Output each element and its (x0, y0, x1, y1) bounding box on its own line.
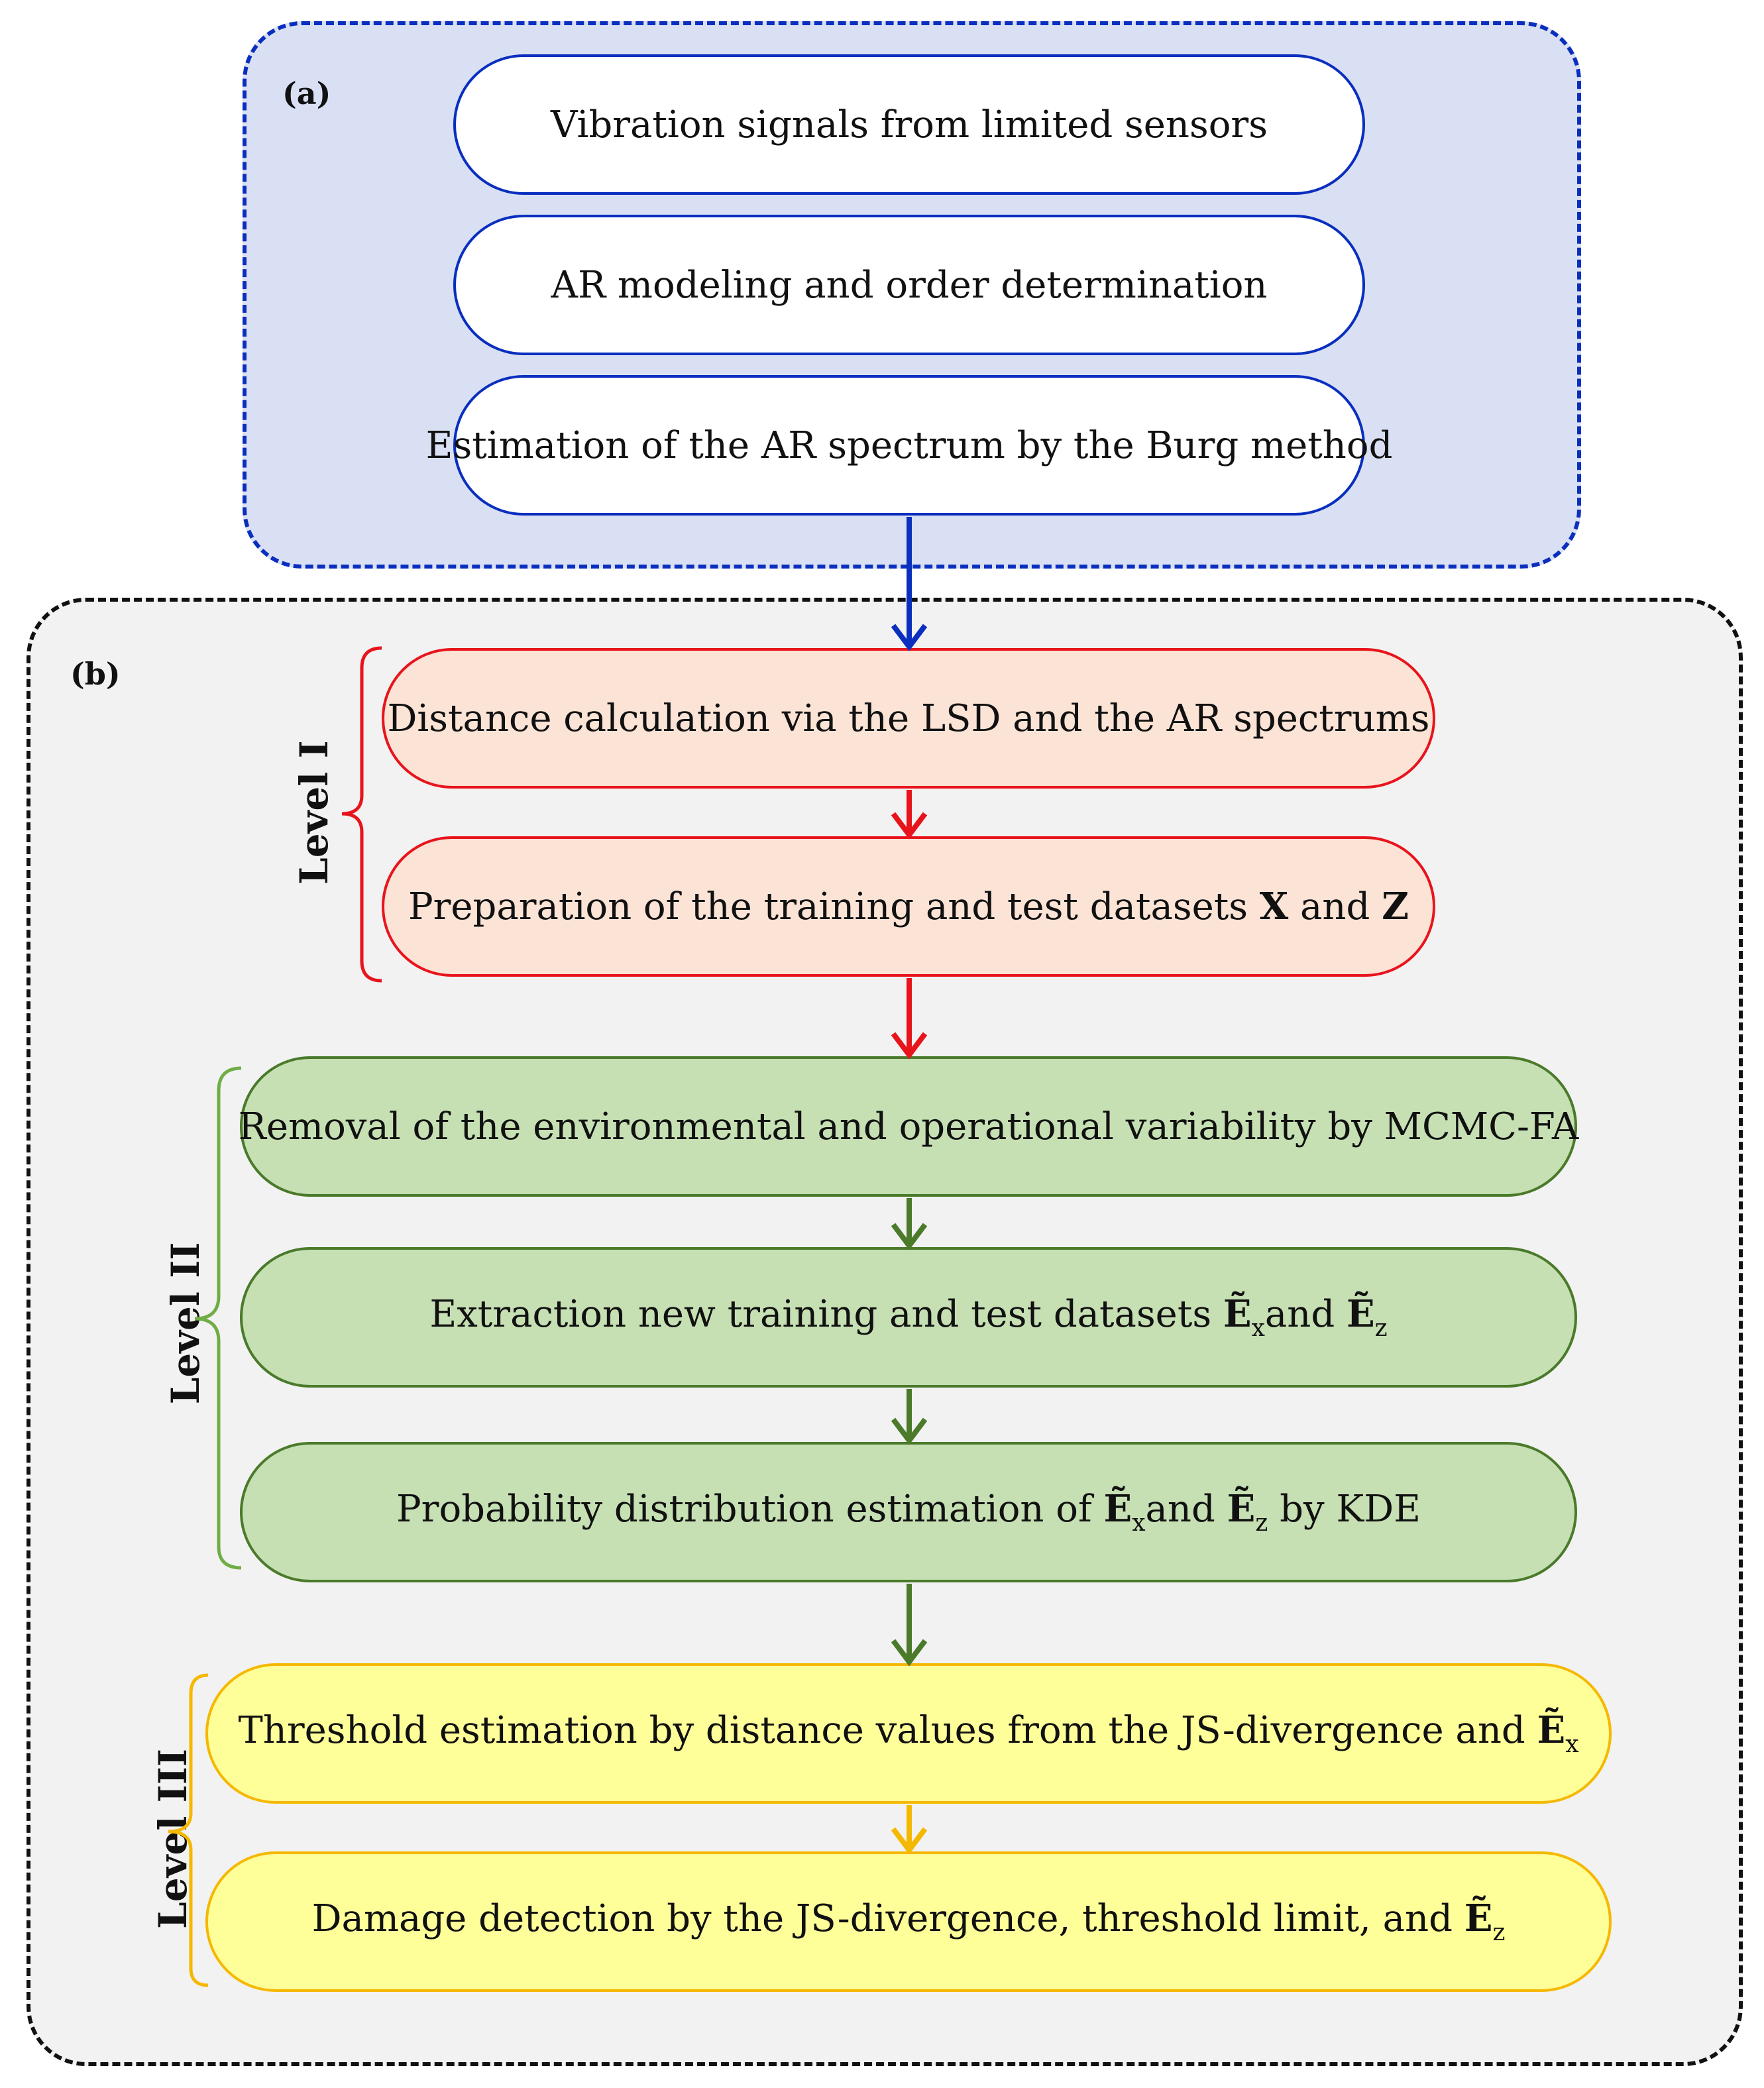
step-text: Distance calculation via the LSD and the… (387, 696, 1430, 740)
step-text: Preparation of the training and test dat… (408, 885, 1409, 928)
step-distance-calculation: Distance calculation via the LSD and the… (382, 648, 1435, 789)
step-text: Vibration signals from limited sensors (551, 103, 1268, 146)
step-extraction-datasets: Extraction new training and test dataset… (240, 1247, 1577, 1388)
arrow-level2-1-to-2 (891, 1198, 928, 1250)
brace-level-ii (194, 1066, 242, 1570)
step-text: Removal of the environmental and operati… (238, 1105, 1579, 1148)
step-damage-detection: Damage detection by the JS-divergence, t… (205, 1851, 1612, 1992)
step-text: Threshold estimation by distance values … (238, 1708, 1579, 1758)
arrow-level1-to-level2 (891, 978, 928, 1060)
step-ar-modeling: AR modeling and order determination (453, 215, 1365, 355)
step-text: Extraction new training and test dataset… (429, 1292, 1388, 1342)
panel-a-label: (a) (282, 76, 331, 111)
step-probability-estimation: Probability distribution estimation of Ẽ… (240, 1442, 1577, 1582)
arrow-level2-2-to-3 (891, 1389, 928, 1445)
step-variability-removal: Removal of the environmental and operati… (238, 1056, 1579, 1197)
step-ar-spectrum: Estimation of the AR spectrum by the Bur… (426, 375, 1392, 516)
arrow-level3-1-to-2 (891, 1805, 928, 1855)
step-text: AR modeling and order determination (551, 263, 1268, 307)
brace-level-i (341, 646, 382, 983)
step-dataset-preparation: Preparation of the training and test dat… (382, 836, 1435, 977)
panel-b-label: (b) (70, 656, 121, 692)
step-vibration-signals: Vibration signals from limited sensors (453, 54, 1365, 195)
step-text: Estimation of the AR spectrum by the Bur… (425, 423, 1393, 467)
step-text: Damage detection by the JS-divergence, t… (311, 1896, 1506, 1946)
arrow-level2-to-level3 (891, 1584, 928, 1667)
step-text: Probability distribution estimation of Ẽ… (396, 1487, 1421, 1537)
step-threshold-estimation: Threshold estimation by distance values … (205, 1663, 1612, 1804)
arrow-level1-1-to-2 (891, 790, 928, 840)
arrow-a-to-b (891, 517, 928, 651)
brace-level-iii (168, 1673, 209, 1987)
